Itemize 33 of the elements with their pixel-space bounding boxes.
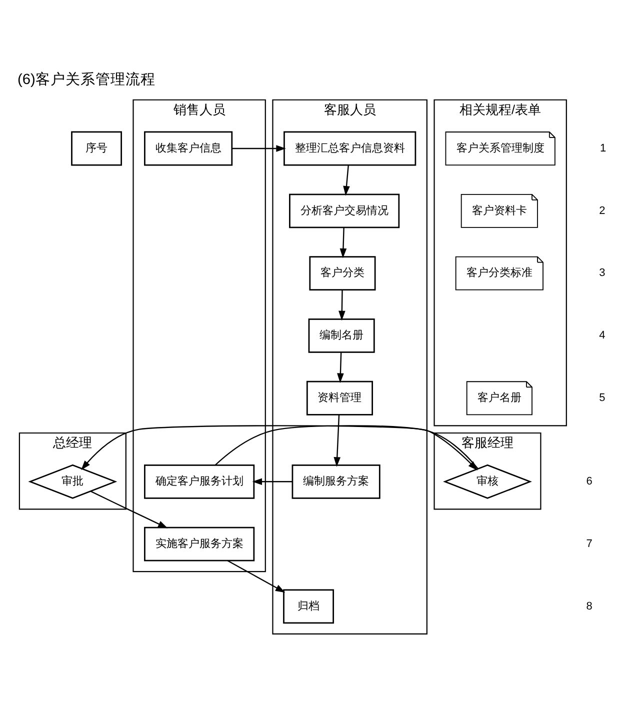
- arrow: [81, 425, 478, 470]
- label: 2: [599, 204, 606, 217]
- arrow: [90, 490, 168, 528]
- node-box: 确定客户服务计划: [144, 464, 255, 499]
- arrow: [337, 352, 344, 383]
- label: 5: [599, 392, 606, 404]
- node-box: 实施客户服务方案: [144, 526, 255, 562]
- node-box: 资料管理: [306, 380, 373, 416]
- arrow: [334, 414, 341, 467]
- node-box: 编制服务方案: [292, 464, 380, 499]
- node-box: 整理汇总客户信息资料: [284, 131, 416, 166]
- arrow: [343, 165, 350, 196]
- label: 4: [599, 330, 606, 342]
- node-box: 分析客户交易情况: [289, 194, 400, 228]
- label: 1: [600, 142, 606, 154]
- label: 7: [586, 538, 592, 550]
- node-box: 归档: [283, 589, 334, 624]
- diagram-title: (6)客户关系管理流程: [17, 72, 156, 88]
- node-diamond: 审批: [28, 464, 118, 499]
- label: 8: [586, 600, 592, 612]
- label: 6: [586, 475, 592, 488]
- arrow: [338, 290, 346, 321]
- arrow: [252, 478, 292, 486]
- arrow: [227, 560, 286, 593]
- node-box: 收集客户信息: [144, 131, 233, 166]
- arrow: [340, 228, 347, 258]
- arrow: [232, 145, 286, 152]
- node-box: 序号: [71, 131, 122, 166]
- node-box: 客户分类: [309, 256, 376, 291]
- label: 3: [599, 267, 606, 280]
- arrow: [215, 425, 478, 471]
- node-diamond: 审核: [443, 464, 532, 499]
- node-box: 编制名册: [308, 318, 375, 353]
